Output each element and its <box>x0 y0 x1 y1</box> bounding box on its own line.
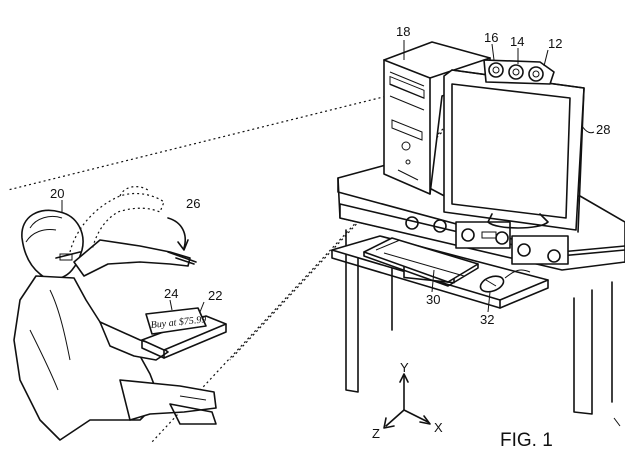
axis-indicator <box>384 374 430 428</box>
label-keyboard: 30 <box>426 292 440 307</box>
label-user: 20 <box>50 186 64 201</box>
label-camera-lens-mid: 14 <box>510 34 524 49</box>
label-object: 22 <box>208 288 222 303</box>
label-mouse: 32 <box>480 312 494 327</box>
label-computer-tower: 18 <box>396 24 410 39</box>
label-monitor: 28 <box>596 122 610 137</box>
label-camera-lens-left: 16 <box>484 30 498 45</box>
axis-label-y: Y <box>400 360 409 375</box>
gesture-arrow <box>168 218 188 250</box>
axis-label-z: Z <box>372 426 380 441</box>
label-camera-unit: 12 <box>548 36 562 51</box>
label-price-tag: 24 <box>164 286 178 301</box>
label-gesture: 26 <box>186 196 200 211</box>
camera-unit <box>484 60 554 84</box>
axis-label-x: X <box>434 420 443 435</box>
figure-caption: FIG. 1 <box>500 430 553 451</box>
monitor <box>444 70 584 232</box>
corner-mark <box>614 418 620 426</box>
